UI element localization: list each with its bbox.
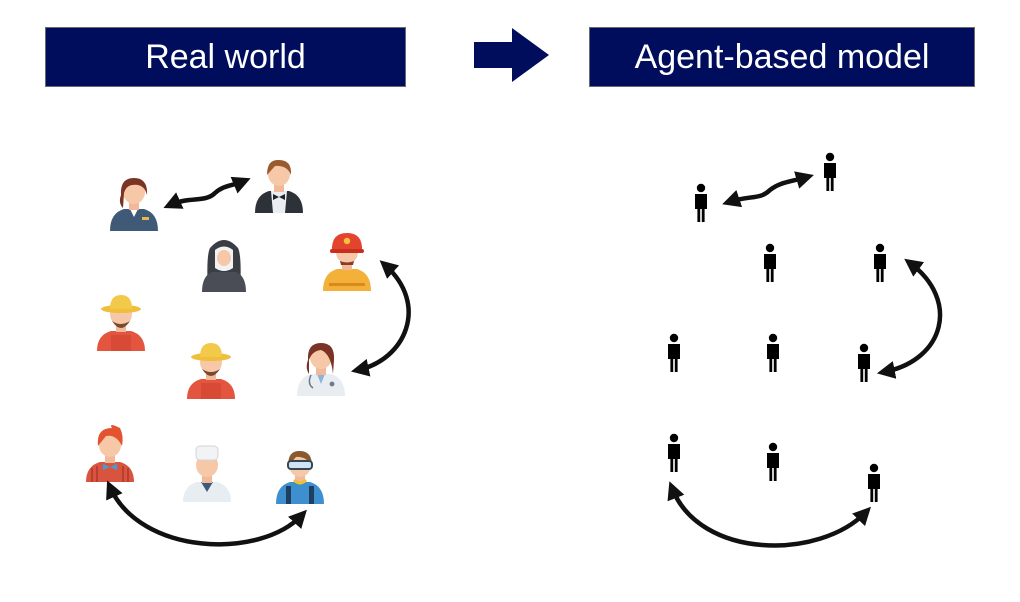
agent-icon <box>695 183 707 222</box>
chef-icon <box>183 445 231 502</box>
firefighter-icon <box>323 233 371 291</box>
flight-attendant-icon <box>110 178 158 231</box>
agent-based-model-label: Agent-based model <box>634 37 930 76</box>
farmer-icon <box>97 295 145 351</box>
agent-icon <box>767 333 779 372</box>
agent-icon <box>874 243 886 282</box>
agent-icon <box>824 152 836 191</box>
farmer-icon <box>187 343 235 399</box>
real-world-label: Real world <box>145 37 306 76</box>
interaction-arrow <box>876 258 943 379</box>
agent-icon <box>767 442 779 481</box>
interaction-arrow <box>163 176 251 209</box>
clown-icon <box>86 425 134 482</box>
nun-icon <box>202 240 246 292</box>
interaction-arrow <box>667 481 871 548</box>
agent-based-model-header: Agent-based model <box>589 27 975 87</box>
agent-icon <box>858 343 870 382</box>
agent-icon <box>668 433 680 472</box>
interaction-arrow <box>106 480 307 547</box>
diver-icon <box>276 450 324 504</box>
right-arrow-icon <box>474 28 549 82</box>
agent-icon <box>668 333 680 372</box>
agent-icon <box>868 463 880 502</box>
real-world-header: Real world <box>45 27 406 87</box>
interaction-arrow <box>350 260 411 377</box>
interaction-arrow <box>722 171 814 208</box>
agent-icon <box>764 243 776 282</box>
doctor-icon <box>297 343 345 396</box>
waiter-icon <box>255 159 303 213</box>
